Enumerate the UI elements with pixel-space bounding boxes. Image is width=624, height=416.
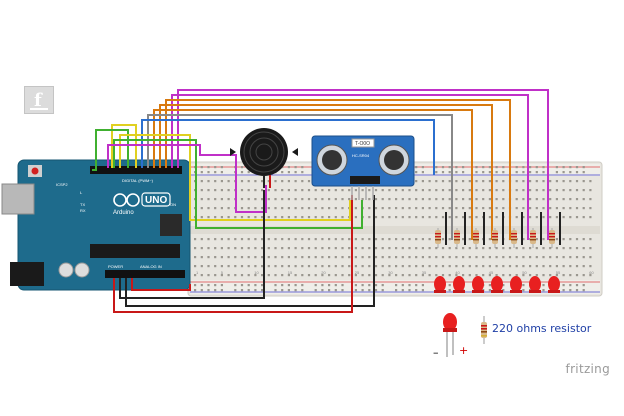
tx-label: TX <box>80 202 85 207</box>
breadboard-row-label: 5 <box>221 270 224 275</box>
analog-header <box>105 270 185 278</box>
sensor-label-top: T-O0O <box>355 141 370 147</box>
power-wires <box>113 190 375 313</box>
wire-green-short <box>92 129 129 171</box>
wire-red-rail <box>131 278 191 291</box>
board-name: UNO <box>145 195 167 206</box>
wire-yellow-short <box>111 124 137 168</box>
legend-led <box>443 313 457 357</box>
led <box>510 276 522 292</box>
power-label: POWER <box>108 264 123 269</box>
breadboard-row-label: 55 <box>556 270 561 275</box>
app-logo-icon: f <box>30 90 48 111</box>
on-label: ON <box>170 202 176 207</box>
led-channel <box>491 212 504 293</box>
app-logo-letter: f <box>34 90 43 111</box>
led <box>529 276 541 292</box>
wire-red-sensor <box>113 195 353 313</box>
piezo-buzzer <box>230 128 298 188</box>
breadboard-row-label: 60 <box>589 270 594 275</box>
led <box>434 276 446 292</box>
wire-black-sensor <box>125 195 375 307</box>
resistor-legend-label: 220 ohms resistor <box>492 322 592 335</box>
legend-resistor <box>481 316 487 344</box>
capacitor-1 <box>58 262 74 278</box>
fritzing-app-logo: f <box>24 86 54 114</box>
wire-magenta-2 <box>171 94 529 240</box>
led-channel <box>548 212 561 293</box>
breadboard-row-label: 1 <box>196 270 199 275</box>
breadboard-row-label: 40 <box>455 270 460 275</box>
icsp-label: ICSP2 <box>56 182 68 187</box>
led <box>548 276 560 292</box>
capacitor-2 <box>74 262 90 278</box>
breadboard-row-label: 30 <box>388 270 393 275</box>
signal-wires <box>92 89 549 240</box>
led-channel <box>510 212 523 293</box>
wire-gray <box>147 114 453 240</box>
power-jack <box>10 262 44 286</box>
breadboard-row-label: 10 <box>254 270 259 275</box>
led-plus-label: + <box>459 344 469 357</box>
rx-label: RX <box>80 208 86 213</box>
arduino-logo-icon <box>113 193 140 207</box>
led-channel <box>529 212 542 293</box>
ultrasonic-sensor: T-O0O HC-SR04 <box>311 135 415 200</box>
led <box>472 276 484 292</box>
usb-port <box>1 183 35 215</box>
led-minus-label: – <box>433 346 439 359</box>
breadboard-row-label: 50 <box>522 270 527 275</box>
sensor-label-mid: HC-SR04 <box>352 153 370 158</box>
wire-buzzer <box>107 144 267 213</box>
atmega-chip <box>90 244 180 258</box>
l-label: L <box>80 190 83 195</box>
icsp-header <box>160 214 182 236</box>
led-channel <box>434 212 447 293</box>
breadboard-row-label: 20 <box>321 270 326 275</box>
board-brand: Arduino <box>113 210 134 216</box>
analog-label: ANALOG IN <box>140 264 162 269</box>
wire-orange-2 <box>159 104 493 240</box>
digital-header <box>90 166 182 174</box>
breadboard-row-label: 15 <box>288 270 293 275</box>
led <box>491 276 503 292</box>
breadboard-row-label: 25 <box>355 270 360 275</box>
fritzing-watermark: fritzing <box>565 362 610 376</box>
led-channel <box>472 212 485 293</box>
wire-magenta <box>177 89 549 240</box>
digital-label: DIGITAL (PWM~) <box>122 178 154 183</box>
breadboard-row-label: 35 <box>422 270 427 275</box>
breadboard-row-label: 45 <box>489 270 494 275</box>
led-array <box>434 212 561 293</box>
arduino-uno-board: UNO Arduino DIGITAL (PWM~) ANALOG IN POW… <box>1 159 191 291</box>
led <box>453 276 465 292</box>
wire-black-buzzer <box>119 190 265 299</box>
led-channel <box>453 212 466 293</box>
